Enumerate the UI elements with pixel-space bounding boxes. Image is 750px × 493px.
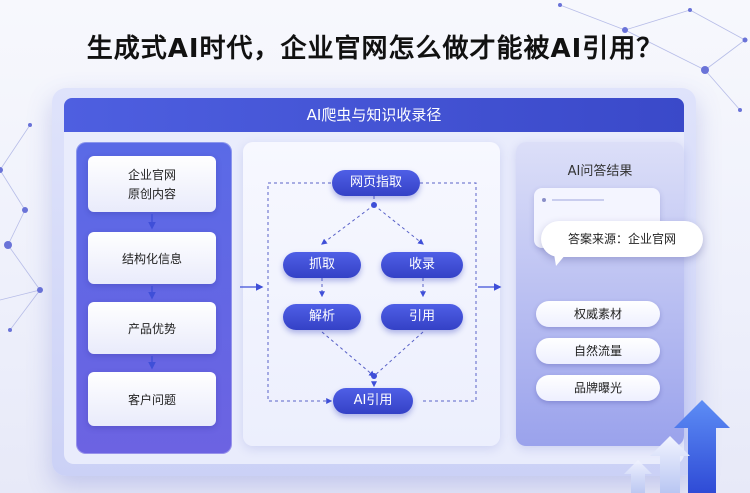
- left-card-line: 结构化信息: [121, 251, 182, 266]
- answer-bubble: 答案来源：企业官网: [541, 221, 703, 257]
- benefit-brand-exposure: 品牌曝光: [536, 375, 660, 401]
- benefit-authority: 权威素材: [536, 301, 660, 327]
- left-card-product-advantages: 产品优势: [88, 302, 216, 354]
- left-card-line: 产品优势: [127, 321, 176, 336]
- node-parse: 解析: [283, 304, 361, 330]
- node-index: 收录: [381, 252, 463, 278]
- node-cite: 引用: [381, 304, 463, 330]
- left-card-line: 原创内容: [127, 187, 176, 201]
- left-card-line: 客户问题: [127, 392, 176, 407]
- node-grab: 抓取: [283, 252, 361, 278]
- node-web-fetch: 网页指取: [332, 170, 420, 196]
- left-card-line: 企业官网: [127, 168, 176, 182]
- left-card-customer-questions: 客户问题: [88, 372, 216, 426]
- headline: 生成式AI时代，企业官网怎么做才能被AI引用？: [86, 34, 664, 64]
- left-card-structured-info: 结构化信息: [88, 232, 216, 284]
- bubble-tail: [554, 254, 566, 266]
- chat-window-lines: [542, 198, 604, 202]
- panel-title: AI爬虫与知识收录径: [64, 98, 684, 132]
- benefit-organic-traffic: 自然流量: [536, 338, 660, 364]
- node-ai-citation: AI引用: [333, 388, 413, 414]
- right-column-title: AI问答结果: [567, 164, 633, 179]
- left-card-official-content: 企业官网 原创内容: [88, 156, 216, 212]
- growth-arrows-icon: [624, 400, 730, 493]
